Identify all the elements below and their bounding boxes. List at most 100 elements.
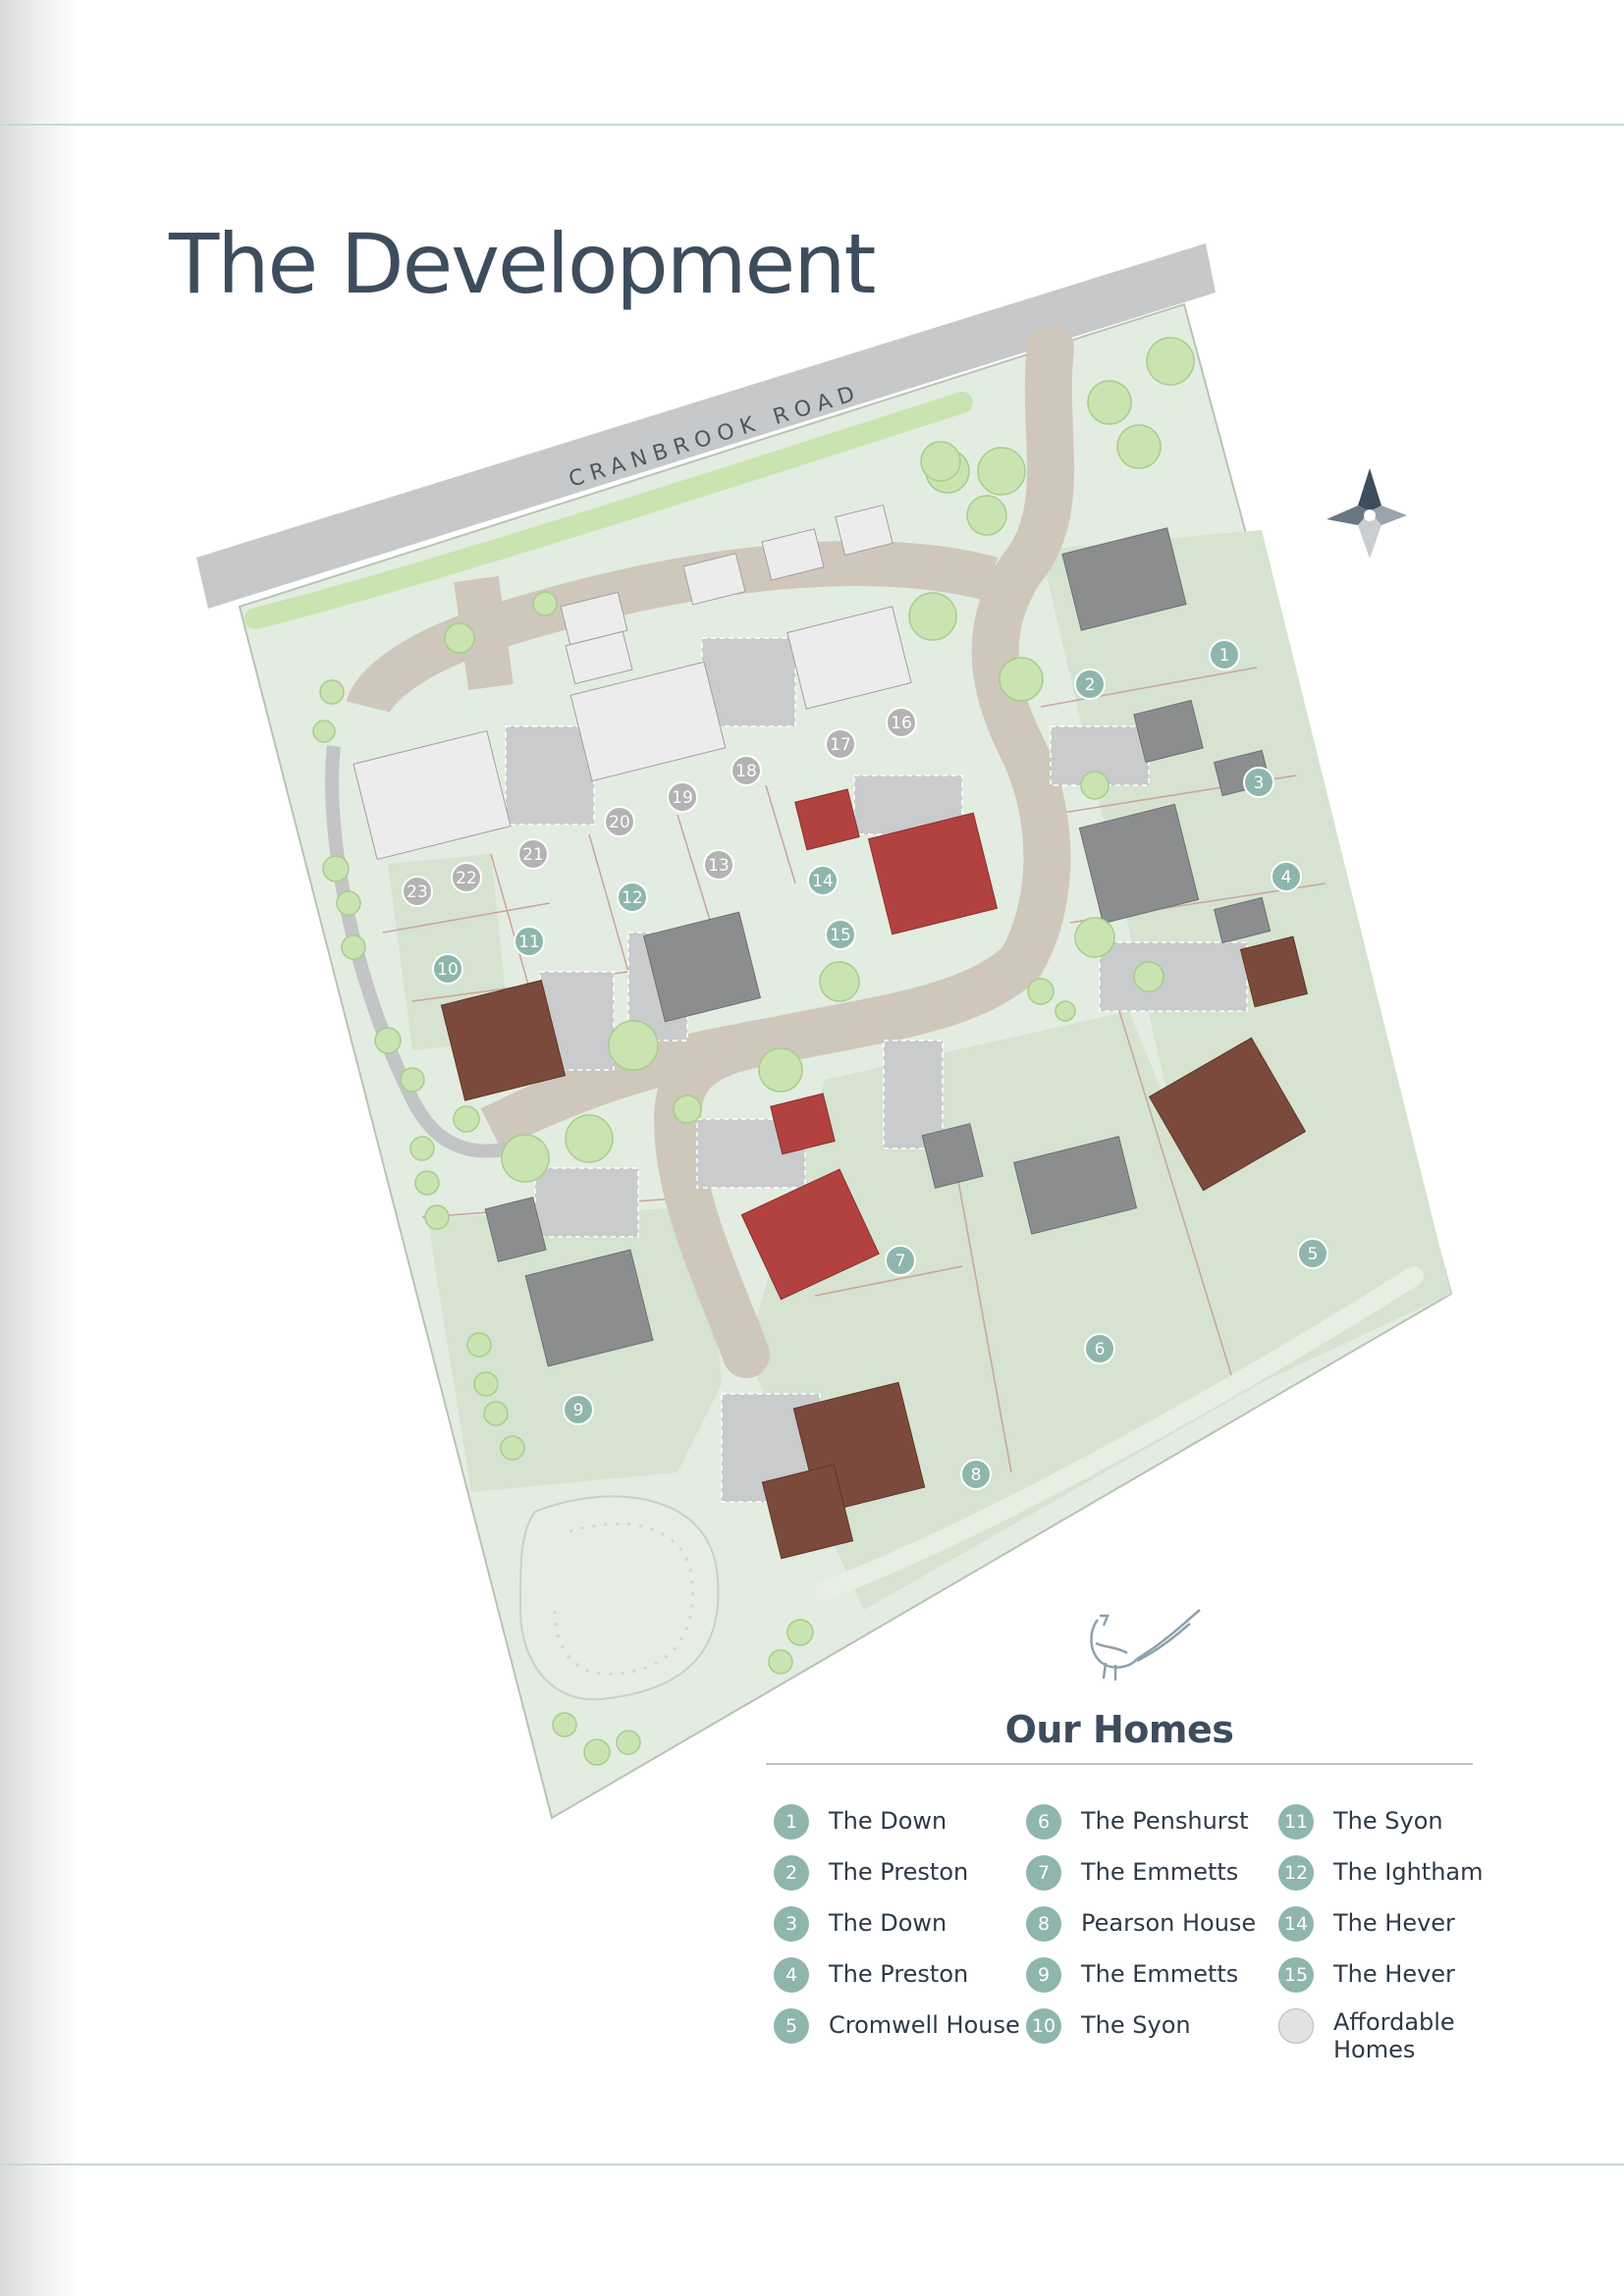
plot-marker-14[interactable]: 14 [807, 865, 839, 896]
south-verge [815, 1266, 1424, 1600]
plot-marker-10[interactable]: 10 [432, 953, 463, 985]
compass-icon [1326, 468, 1407, 559]
plot-number-badge: 5 [774, 2008, 809, 2044]
plot-marker-8[interactable]: 8 [960, 1459, 992, 1490]
plot-marker-circle [885, 1245, 916, 1276]
plot-marker-label: 12 [622, 888, 643, 908]
plot-marker-circle [825, 919, 856, 950]
plot-marker-7[interactable]: 7 [885, 1245, 916, 1276]
plot-number-badge: 14 [1278, 1906, 1314, 1942]
access-road-north [454, 575, 514, 691]
plot-marker-circle [432, 953, 463, 985]
plot-marker-label: 1 [1219, 646, 1230, 666]
plot-marker-21[interactable]: 21 [517, 838, 549, 870]
plot-marker-5[interactable]: 5 [1297, 1238, 1328, 1269]
plot-number-badge: 8 [1026, 1906, 1061, 1942]
legend-item-name: The Emmetts [1081, 1858, 1239, 1886]
pond-outline [553, 1522, 695, 1677]
plot-marker-19[interactable]: 19 [667, 781, 698, 813]
plot-number-badge: 10 [1026, 2008, 1061, 2044]
plot-marker-circle [402, 876, 433, 907]
plot-marker-15[interactable]: 15 [825, 919, 856, 950]
plot-marker-circle [1271, 861, 1302, 892]
legend-item: 8 Pearson House [1018, 1906, 1271, 1942]
plot-marker-circle [731, 755, 762, 786]
plot-marker-17[interactable]: 17 [825, 728, 856, 760]
plot-marker-label: 21 [522, 845, 544, 865]
plot-marker-circle [1074, 668, 1106, 700]
plot-marker-11[interactable]: 11 [514, 926, 545, 957]
legend-item-name: The Emmetts [1081, 1960, 1239, 1988]
legend-item-name: The Preston [829, 1960, 969, 1988]
legend-item-name: The Hever [1333, 1909, 1455, 1937]
legend-item-name: The Ightham [1333, 1858, 1484, 1886]
legend-item-name: Cromwell House [829, 2011, 1020, 2039]
plot-number-badge: 4 [774, 1957, 809, 1993]
houses [352, 504, 1309, 1560]
plot-marker-6[interactable]: 6 [1084, 1333, 1115, 1364]
plot-marker-18[interactable]: 18 [731, 755, 762, 786]
plot-marker-label: 23 [406, 882, 428, 902]
legend-item-name: The Penshurst [1081, 1807, 1249, 1835]
legend-item-name: Pearson House [1081, 1909, 1257, 1937]
plot-marker-circle [960, 1459, 992, 1490]
plot-number-badge: 11 [1278, 1804, 1314, 1840]
access-road-spur [480, 1018, 780, 1149]
legend-item: 5 Cromwell House [766, 2008, 1020, 2044]
plot-number-badge: 1 [774, 1804, 809, 1840]
plot-marker-label: 11 [518, 933, 540, 952]
plot-marker-1[interactable]: 1 [1209, 639, 1240, 670]
plot-marker-22[interactable]: 22 [451, 862, 482, 893]
plot-marker-label: 10 [437, 960, 459, 980]
legend-item: 1 The Down [766, 1804, 1018, 1840]
plot-marker-13[interactable]: 13 [703, 849, 734, 881]
plot-marker-circle [1209, 639, 1240, 670]
plot-marker-label: 15 [830, 926, 851, 945]
plot-marker-label: 2 [1085, 675, 1096, 695]
plot-marker-3[interactable]: 3 [1243, 767, 1274, 798]
legend-item: Affordable Homes [1271, 2008, 1473, 2063]
page-spine-shadow [0, 0, 79, 2296]
plot-marker-label: 4 [1281, 868, 1292, 887]
plot-marker-circle [451, 862, 482, 893]
legend-item-name: The Down [829, 1909, 947, 1937]
plot-marker-23[interactable]: 23 [402, 876, 433, 907]
plot-marker-label: 3 [1254, 774, 1265, 793]
plot-marker-circle [604, 806, 635, 837]
bottom-rule [0, 2163, 1624, 2165]
cranbrook-road [196, 243, 1216, 609]
legend-item-name: The Hever [1333, 1960, 1455, 1988]
plot-marker-12[interactable]: 12 [617, 881, 648, 913]
plot-marker-circle [563, 1394, 594, 1425]
plot-marker-label: 13 [708, 856, 730, 876]
plot-marker-16[interactable]: 16 [886, 707, 917, 738]
plot-marker-2[interactable]: 2 [1074, 668, 1106, 700]
legend-item: 14 The Hever [1271, 1906, 1473, 1942]
legend-item-name: The Down [829, 1807, 947, 1835]
legend-item: 11 The Syon [1271, 1804, 1473, 1840]
plot-marker-label: 20 [609, 813, 630, 832]
legend-item-name: The Syon [1333, 1807, 1443, 1835]
plot-marker-9[interactable]: 9 [563, 1394, 594, 1425]
plot-marker-circle [1243, 767, 1274, 798]
pheasant-icon [1090, 1609, 1201, 1681]
pond [518, 1495, 720, 1701]
plot-marker-circle [703, 849, 734, 881]
plot-marker-circle [886, 707, 917, 738]
plot-marker-label: 9 [573, 1401, 584, 1420]
legend-item-name: The Preston [829, 1858, 969, 1886]
page-title: The Development [169, 216, 876, 312]
plot-marker-label: 18 [735, 762, 757, 781]
plot-marker-4[interactable]: 4 [1271, 861, 1302, 892]
plot-marker-circle [617, 881, 648, 913]
legend-item-name: The Syon [1081, 2011, 1191, 2039]
plot-marker-20[interactable]: 20 [604, 806, 635, 837]
